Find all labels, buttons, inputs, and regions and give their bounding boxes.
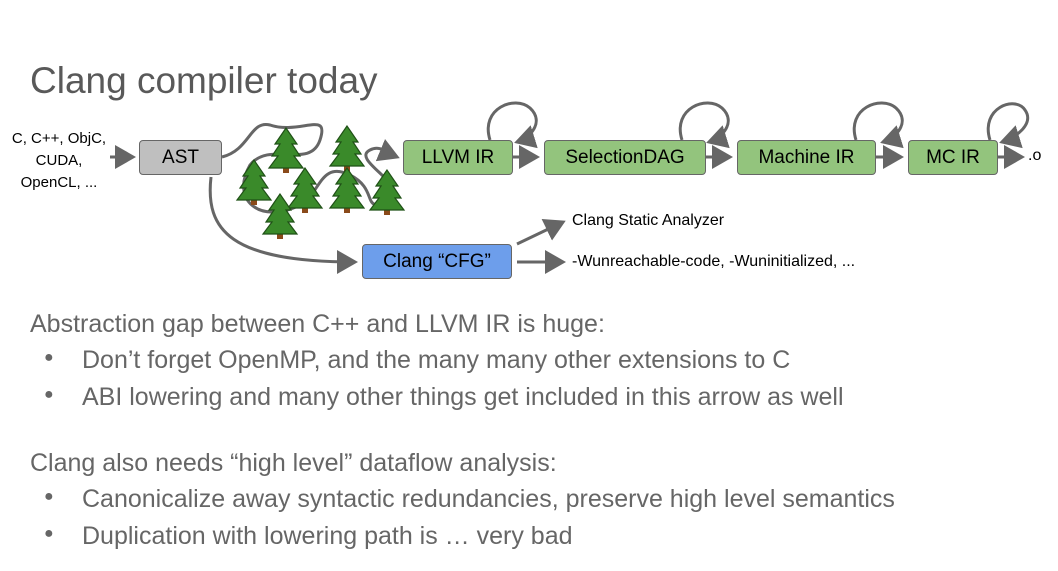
input-languages-line: C, C++, ObjC, bbox=[11, 130, 107, 147]
arrow-cfg-to-analyzer bbox=[516, 218, 566, 246]
tree-icon bbox=[369, 169, 405, 216]
tree-icon bbox=[329, 125, 365, 172]
bullet-text: Duplication with lowering path is … very… bbox=[82, 522, 573, 550]
warnings-label: -Wunreachable-code, -Wuninitialized, ... bbox=[572, 253, 856, 270]
bullet-dot: ● bbox=[44, 525, 54, 543]
output-label: .o bbox=[1028, 147, 1042, 164]
tree-icon bbox=[287, 167, 323, 214]
loop-selectiondag bbox=[678, 101, 730, 149]
tree-icon bbox=[268, 127, 304, 174]
bullet-dot: ● bbox=[44, 349, 54, 367]
llvm-ir-box: LLVM IR bbox=[403, 140, 513, 175]
bullet-dot: ● bbox=[44, 488, 54, 506]
section-heading: Abstraction gap between C++ and LLVM IR … bbox=[30, 310, 605, 338]
bullet-item: ● Duplication with lowering path is … ver… bbox=[44, 522, 573, 551]
tree-icon bbox=[262, 193, 298, 240]
machine-ir-box: Machine IR bbox=[737, 140, 876, 175]
pipeline-diagram bbox=[110, 101, 1029, 274]
ast-box: AST bbox=[139, 140, 222, 175]
input-languages: C, C++, ObjC, CUDA, OpenCL, ... bbox=[0, 128, 118, 194]
slide-title: Clang compiler today bbox=[30, 60, 378, 101]
selectiondag-box: SelectionDAG bbox=[544, 140, 706, 175]
mc-ir-box: MC IR bbox=[908, 140, 998, 175]
tree-icon bbox=[329, 167, 365, 214]
loop-mc-ir bbox=[986, 102, 1029, 149]
clang-cfg-box: Clang “CFG” bbox=[362, 244, 512, 279]
input-languages-line: CUDA, bbox=[35, 152, 83, 169]
loop-machine-ir bbox=[852, 101, 904, 149]
input-languages-line: OpenCL, ... bbox=[20, 174, 98, 191]
bullet-text: Don’t forget OpenMP, and the many many o… bbox=[82, 346, 791, 374]
bullet-dot: ● bbox=[44, 386, 54, 404]
static-analyzer-label: Clang Static Analyzer bbox=[572, 212, 725, 229]
arrow-ast-to-cfg bbox=[208, 176, 358, 274]
loop-llvm-ir bbox=[486, 101, 538, 149]
bullet-item: ● ABI lowering and many other things get … bbox=[44, 383, 844, 412]
bullet-text: Canonicalize away syntactic redundancies… bbox=[82, 485, 895, 513]
tree-icon bbox=[236, 159, 272, 206]
bullet-item: ● Don’t forget OpenMP, and the many many … bbox=[44, 346, 790, 375]
bullet-item: ● Canonicalize away syntactic redundancie… bbox=[44, 485, 895, 514]
section-heading: Clang also needs “high level” dataflow a… bbox=[30, 449, 557, 477]
bullet-text: ABI lowering and many other things get i… bbox=[82, 383, 844, 411]
